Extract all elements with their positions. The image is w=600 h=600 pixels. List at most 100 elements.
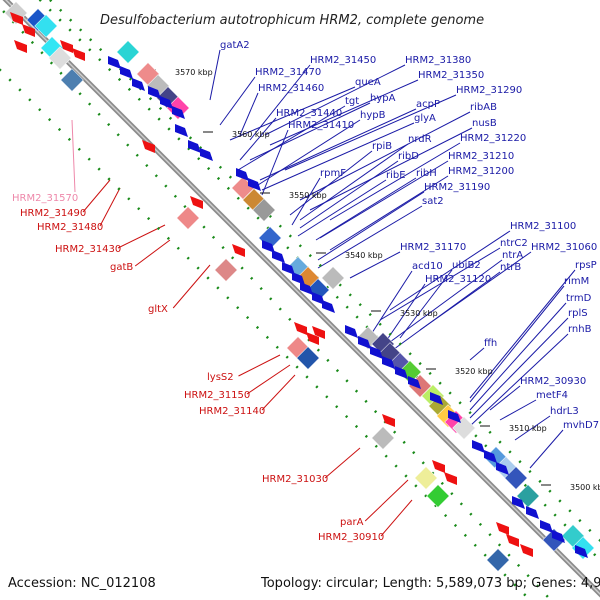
reverse-gene-arrow: [444, 472, 457, 485]
gene-label-forward: ffh: [484, 338, 497, 349]
leader-line: [364, 479, 409, 522]
reverse-gene-arrow: [22, 24, 35, 37]
gene-label-forward: hypA: [370, 93, 396, 104]
forward-gene-arrow: [272, 250, 285, 263]
forward-gene-arrow: [512, 496, 525, 509]
gene-label-reverse: HRM2_31030: [262, 474, 328, 485]
gene-label-reverse: gatB: [110, 262, 133, 273]
gene-label-forward: trmD: [566, 293, 592, 304]
reverse-gene-arrow: [14, 40, 27, 53]
gene-label-forward: rpiB: [372, 141, 392, 152]
gene-label-forward: HRM2_31290: [456, 85, 522, 96]
tick-label: 3550 kbp: [289, 191, 327, 200]
gene-label-forward: HRM2_31220: [460, 133, 526, 144]
leader-line: [317, 191, 425, 261]
forward-gene-arrow: [120, 66, 133, 79]
tick-label: 3500 kbp: [570, 483, 600, 492]
leader-line: [315, 177, 417, 241]
tick-label: 3570 kbp: [175, 68, 213, 77]
leader-line: [297, 179, 387, 237]
leader-line: [389, 259, 503, 343]
forward-gene-arrow: [148, 86, 161, 99]
leader-line: [329, 175, 449, 251]
gene-label-forward: nusB: [472, 118, 497, 129]
feature-block: [48, 46, 72, 70]
accession-label: Accession: NC_012108: [8, 576, 156, 591]
gene-label-forward: tgt: [345, 96, 359, 107]
forward-gene-arrow: [395, 366, 408, 379]
gene-label-forward: acd10: [412, 261, 443, 272]
leader-line: [172, 264, 211, 309]
leader-line: [134, 239, 171, 267]
forward-gene-arrow: [358, 336, 371, 349]
feature-block: [116, 40, 140, 64]
leader-line: [469, 302, 567, 411]
leader-line: [264, 64, 406, 136]
leader-line: [237, 105, 346, 171]
gene-label-forward: hypB: [360, 110, 386, 121]
leader-line: [219, 76, 256, 126]
forward-gene-arrow: [448, 410, 461, 423]
feature-block: [452, 416, 476, 440]
leader-line: [299, 143, 409, 221]
forward-gene-arrow: [172, 106, 185, 119]
gene-arrows: [10, 12, 588, 558]
gene-label-forward: HRM2_30930: [520, 376, 586, 387]
gene-label-forward: HRM2_31120: [425, 274, 491, 285]
leader-line: [329, 142, 461, 221]
leader-line: [389, 230, 511, 311]
leader-line: [499, 399, 537, 421]
gene-label-forward: HRM2_31450: [310, 55, 376, 66]
feature-block: [371, 426, 395, 450]
gene-label-forward: glyA: [414, 113, 436, 124]
forward-gene-arrow: [322, 300, 335, 313]
leader-line: [209, 49, 221, 101]
gene-label-forward: sat2: [422, 196, 444, 207]
forward-gene-arrow: [472, 440, 485, 453]
gene-label-forward: HRM2_31470: [255, 67, 321, 78]
dotted-guide-line: [38, 0, 600, 561]
gene-label-forward: HRM2_31380: [405, 55, 471, 66]
gene-label-forward: acpP: [416, 99, 440, 110]
gene-label-forward: gatA2: [220, 40, 250, 51]
leader-line: [469, 285, 565, 403]
reverse-gene-arrow: [190, 196, 203, 209]
gene-label-pseudo: HRM2_31570: [12, 193, 78, 204]
forward-gene-arrow: [175, 124, 188, 137]
leader-line: [257, 119, 361, 186]
forward-gene-arrow: [484, 450, 497, 463]
gene-label-forward: ntrB: [500, 262, 521, 273]
leader-line: [259, 108, 417, 181]
reverse-gene-arrow: [312, 326, 325, 339]
forward-gene-arrow: [382, 356, 395, 369]
gene-label-forward: HRM2_31200: [448, 166, 514, 177]
gene-label-forward: HRM2_31210: [448, 151, 514, 162]
gene-label-reverse: HRM2_31490: [20, 208, 86, 219]
reverse-gene-arrow: [496, 522, 509, 535]
gene-label-forward: mvhD7: [563, 420, 599, 431]
gene-label-forward: HRM2_31350: [418, 70, 484, 81]
leader-line: [269, 79, 419, 146]
gene-label-forward: ntrA: [502, 250, 523, 261]
reverse-gene-arrow: [232, 244, 245, 257]
reverse-gene-arrow: [382, 414, 395, 427]
feature-block: [426, 484, 450, 508]
gene-label-reverse: lysS2: [207, 372, 234, 383]
leader-line: [529, 429, 564, 469]
forward-gene-arrow: [552, 530, 565, 543]
tick-label: 3520 kbp: [455, 367, 493, 376]
reverse-gene-arrow: [142, 140, 155, 153]
leader-line: [309, 127, 473, 211]
forward-gene-arrow: [408, 376, 421, 389]
feature-block: [34, 14, 58, 38]
reverse-gene-arrow: [432, 460, 445, 473]
gene-label-forward: ribAB: [470, 102, 497, 113]
gene-label-forward: nrdR: [408, 134, 432, 145]
forward-gene-arrow: [262, 240, 275, 253]
tick-label: 3560 kbp: [232, 130, 270, 139]
gene-label-forward: queA: [355, 77, 381, 88]
feature-block: [414, 466, 438, 490]
feature-block: [321, 266, 345, 290]
leader-line: [324, 447, 361, 479]
leader-line: [299, 160, 399, 229]
